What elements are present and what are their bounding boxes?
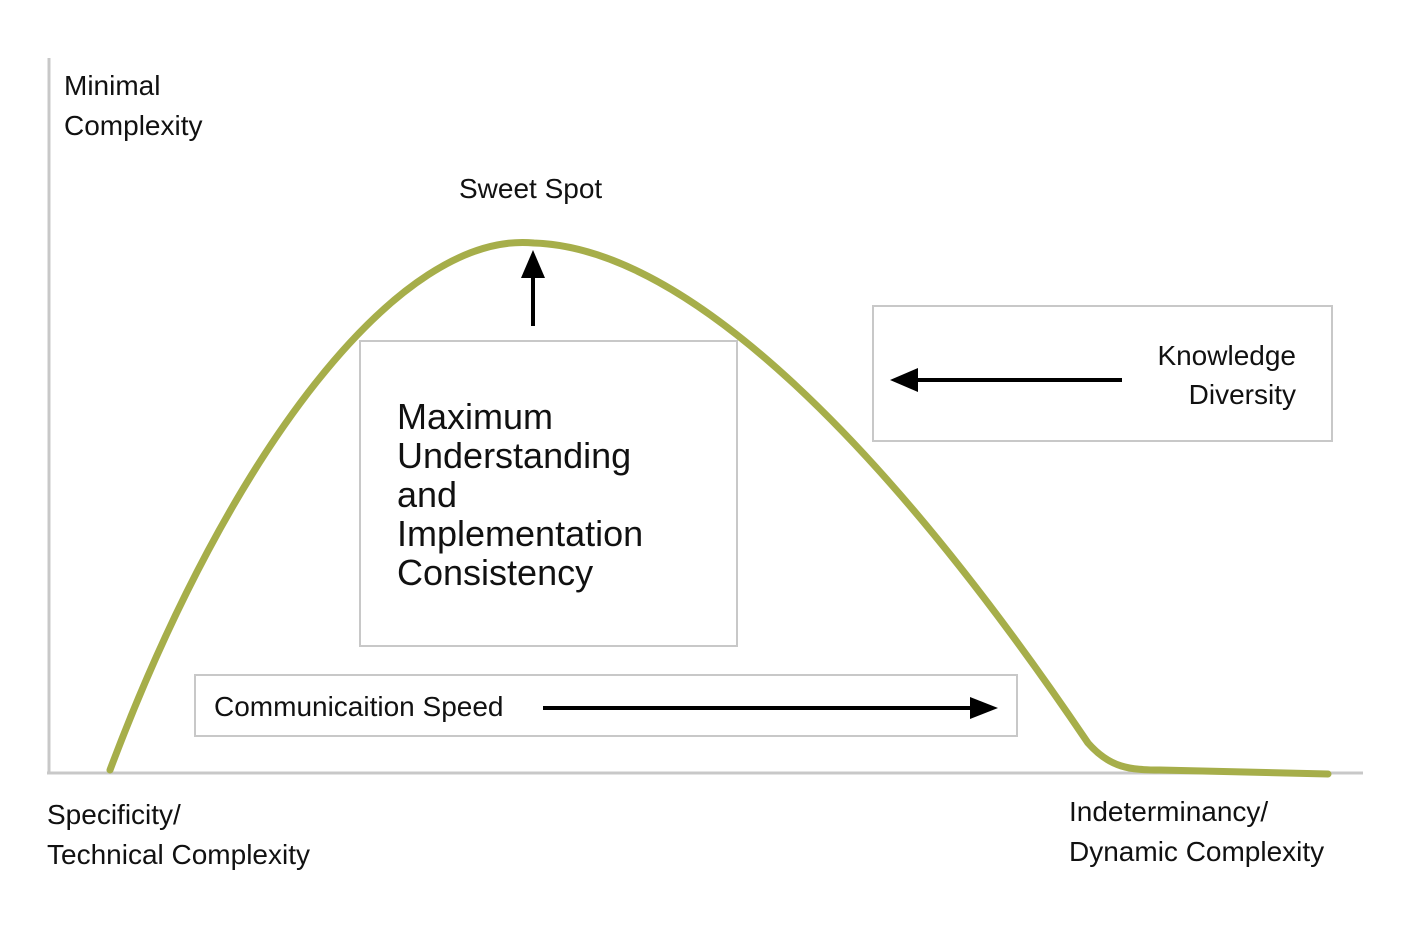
- right-arrow: [543, 697, 998, 719]
- communication-speed-box: [194, 674, 1018, 737]
- center-box-line-4: Implementation: [397, 513, 644, 554]
- x-axis-left-line2: Technical Complexity: [47, 839, 310, 870]
- center-box-line-5: Consistency: [397, 552, 594, 593]
- x-axis-right-line1: Indeterminancy/: [1069, 796, 1269, 827]
- center-box-line-3: and: [397, 474, 458, 515]
- y-axis-label-line1: Minimal: [64, 70, 161, 101]
- y-axis-label: Minimal Complexity: [64, 66, 202, 146]
- knowledge-diversity-line2: Diversity: [1188, 379, 1296, 410]
- knowledge-diversity-box: [872, 305, 1333, 442]
- center-box: [359, 340, 738, 647]
- sweet-spot-label: Sweet Spot: [459, 173, 603, 204]
- up-arrow: [521, 250, 545, 326]
- sweet-spot-curve: [106, 238, 1332, 778]
- center-box-line-1: Maximum: [397, 396, 554, 437]
- x-axis-right-line2: Dynamic Complexity: [1069, 836, 1325, 867]
- x-axis-left-line1: Specificity/: [47, 799, 181, 830]
- center-box-text: Maximum Understanding and Implementation…: [397, 397, 643, 592]
- knowledge-diversity-label: Knowledge Diversity: [1157, 336, 1296, 414]
- knowledge-diversity-line1: Knowledge: [1157, 340, 1296, 371]
- center-box-line-2: Understanding: [397, 435, 632, 476]
- x-axis-right-label: Indeterminancy/ Dynamic Complexity: [1069, 792, 1324, 872]
- y-axis-label-line2: Complexity: [64, 110, 203, 141]
- communication-speed-label: Communicaition Speed: [214, 691, 504, 722]
- x-axis-left-label: Specificity/ Technical Complexity: [47, 795, 310, 875]
- left-arrow: [890, 368, 1122, 392]
